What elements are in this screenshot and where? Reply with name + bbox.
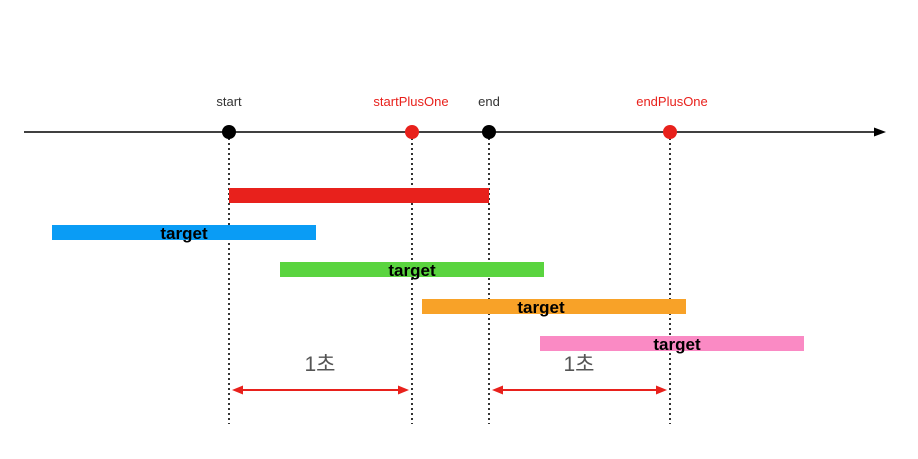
duration-label-2: 1초 xyxy=(563,353,595,376)
point-label-end-plus-one: endPlusOne xyxy=(636,94,708,109)
target-bar-4 xyxy=(540,336,804,351)
point-marker-end-plus-one xyxy=(663,125,677,139)
target-bar-2-label: target xyxy=(388,261,436,280)
point-marker-start xyxy=(222,125,236,139)
point-label-start: start xyxy=(216,94,242,109)
point-label-end: end xyxy=(478,94,500,109)
point-marker-end xyxy=(482,125,496,139)
target-bar-1-label: target xyxy=(160,224,208,243)
target-bar-3 xyxy=(422,299,686,314)
timeline-arrowhead xyxy=(874,127,886,137)
target-bar-1 xyxy=(52,225,316,240)
duration-arrow-2 xyxy=(492,385,667,395)
target-bar-4-label: target xyxy=(653,335,701,354)
point-marker-start-plus-one xyxy=(405,125,419,139)
target-bar-2 xyxy=(280,262,544,277)
target-bar-3-label: target xyxy=(517,298,565,317)
duration-label-1: 1초 xyxy=(304,353,336,376)
range-bar xyxy=(229,188,489,203)
duration-arrow-1 xyxy=(232,385,409,395)
point-label-start-plus-one: startPlusOne xyxy=(373,94,449,109)
